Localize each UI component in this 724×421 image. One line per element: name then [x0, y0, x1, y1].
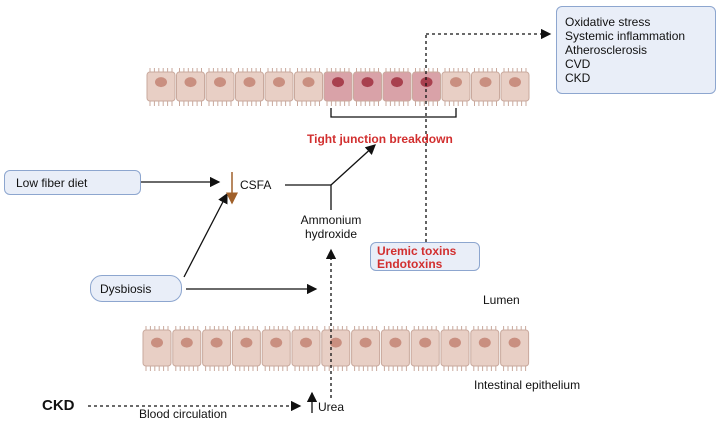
tight-junction-label: Tight junction breakdown	[307, 132, 453, 146]
damaged-epithelial-cell	[382, 68, 412, 106]
low-fiber-diet-label: Low fiber diet	[16, 176, 88, 190]
ammonium-line-1: Ammonium	[300, 213, 362, 227]
damaged-epithelial-cell	[323, 68, 353, 106]
outcome-ckd: CKD	[565, 71, 591, 85]
cell-nucleus	[479, 77, 492, 88]
endotoxins-label: Endotoxins	[377, 257, 443, 271]
cell-nucleus	[419, 337, 432, 348]
cell-nucleus	[391, 77, 403, 88]
cell-nucleus	[180, 337, 193, 348]
epithelial-cell	[500, 68, 530, 106]
lumen-label: Lumen	[483, 293, 520, 307]
epithelial-cell	[440, 326, 470, 371]
epithelial-cell	[231, 326, 261, 371]
cell-nucleus	[302, 77, 315, 88]
outcomes-box: Oxidative stress Systemic inflammation A…	[556, 6, 716, 94]
epithelial-cell	[172, 326, 202, 371]
bottom-epithelium-cells	[142, 326, 530, 371]
epithelial-cell	[470, 326, 500, 371]
ammonium-hydroxide-label: Ammonium hydroxide	[291, 213, 371, 241]
epithelial-cell	[261, 326, 291, 371]
csfa-label: CSFA	[240, 178, 272, 192]
intestinal-epithelium-label: Intestinal epithelium	[474, 378, 581, 392]
cell-nucleus	[184, 77, 197, 88]
epithelial-cell	[202, 326, 232, 371]
cell-nucleus	[243, 77, 256, 88]
cell-nucleus	[389, 337, 402, 348]
cell-nucleus	[508, 337, 521, 348]
epithelial-cell	[321, 326, 351, 371]
cell-nucleus	[478, 337, 491, 348]
epithelial-cell	[441, 68, 471, 106]
epithelial-cell	[205, 68, 235, 106]
cell-nucleus	[450, 77, 462, 88]
cell-nucleus	[329, 337, 342, 348]
epithelial-cell	[471, 68, 500, 106]
cell-nucleus	[273, 77, 285, 88]
epithelial-cell	[235, 68, 264, 106]
low-fiber-diet-box: Low fiber diet	[4, 170, 141, 195]
arrow-dysbiosis-to-csfa	[183, 192, 228, 278]
epithelial-cell	[146, 68, 176, 106]
cell-nucleus	[420, 77, 433, 88]
arrow-to-tight-junction	[330, 144, 376, 186]
epithelial-cell	[410, 326, 440, 371]
outcome-oxidative-stress: Oxidative stress	[565, 15, 651, 29]
outcome-atherosclerosis: Atherosclerosis	[565, 43, 648, 57]
epithelial-cell	[380, 326, 410, 371]
epithelial-cell	[351, 326, 381, 371]
toxins-box: Uremic toxins Endotoxins	[370, 242, 480, 271]
cell-nucleus	[332, 77, 344, 88]
blood-circulation-label: Blood circulation	[139, 407, 228, 421]
top-epithelium-cells	[146, 68, 530, 106]
outcome-cvd: CVD	[565, 57, 591, 71]
epithelial-cell	[500, 326, 530, 371]
uremic-toxins-label: Uremic toxins	[377, 244, 457, 258]
cell-nucleus	[509, 77, 521, 88]
cell-nucleus	[214, 77, 226, 88]
cell-nucleus	[270, 337, 283, 348]
cell-nucleus	[210, 337, 223, 348]
dysbiosis-box: Dysbiosis	[90, 275, 182, 302]
cell-nucleus	[155, 77, 167, 88]
dysbiosis-label: Dysbiosis	[100, 282, 152, 296]
damaged-cells-bracket	[330, 108, 457, 118]
urea-label: Urea	[318, 400, 345, 414]
ammonium-line-2: hydroxide	[304, 227, 358, 241]
epithelial-cell	[142, 326, 172, 371]
cell-nucleus	[359, 337, 372, 348]
epithelial-cell	[294, 68, 323, 106]
cell-nucleus	[300, 337, 312, 348]
epithelial-cell	[264, 68, 294, 106]
outcome-systemic-inflammation: Systemic inflammation	[565, 29, 686, 43]
epithelial-cell	[176, 68, 205, 106]
damaged-epithelial-cell	[353, 68, 382, 106]
cell-nucleus	[449, 337, 461, 348]
ckd-label: CKD	[42, 397, 75, 414]
cell-nucleus	[151, 337, 163, 348]
cell-nucleus	[361, 77, 374, 88]
epithelial-cell	[291, 326, 321, 371]
cell-nucleus	[240, 337, 253, 348]
